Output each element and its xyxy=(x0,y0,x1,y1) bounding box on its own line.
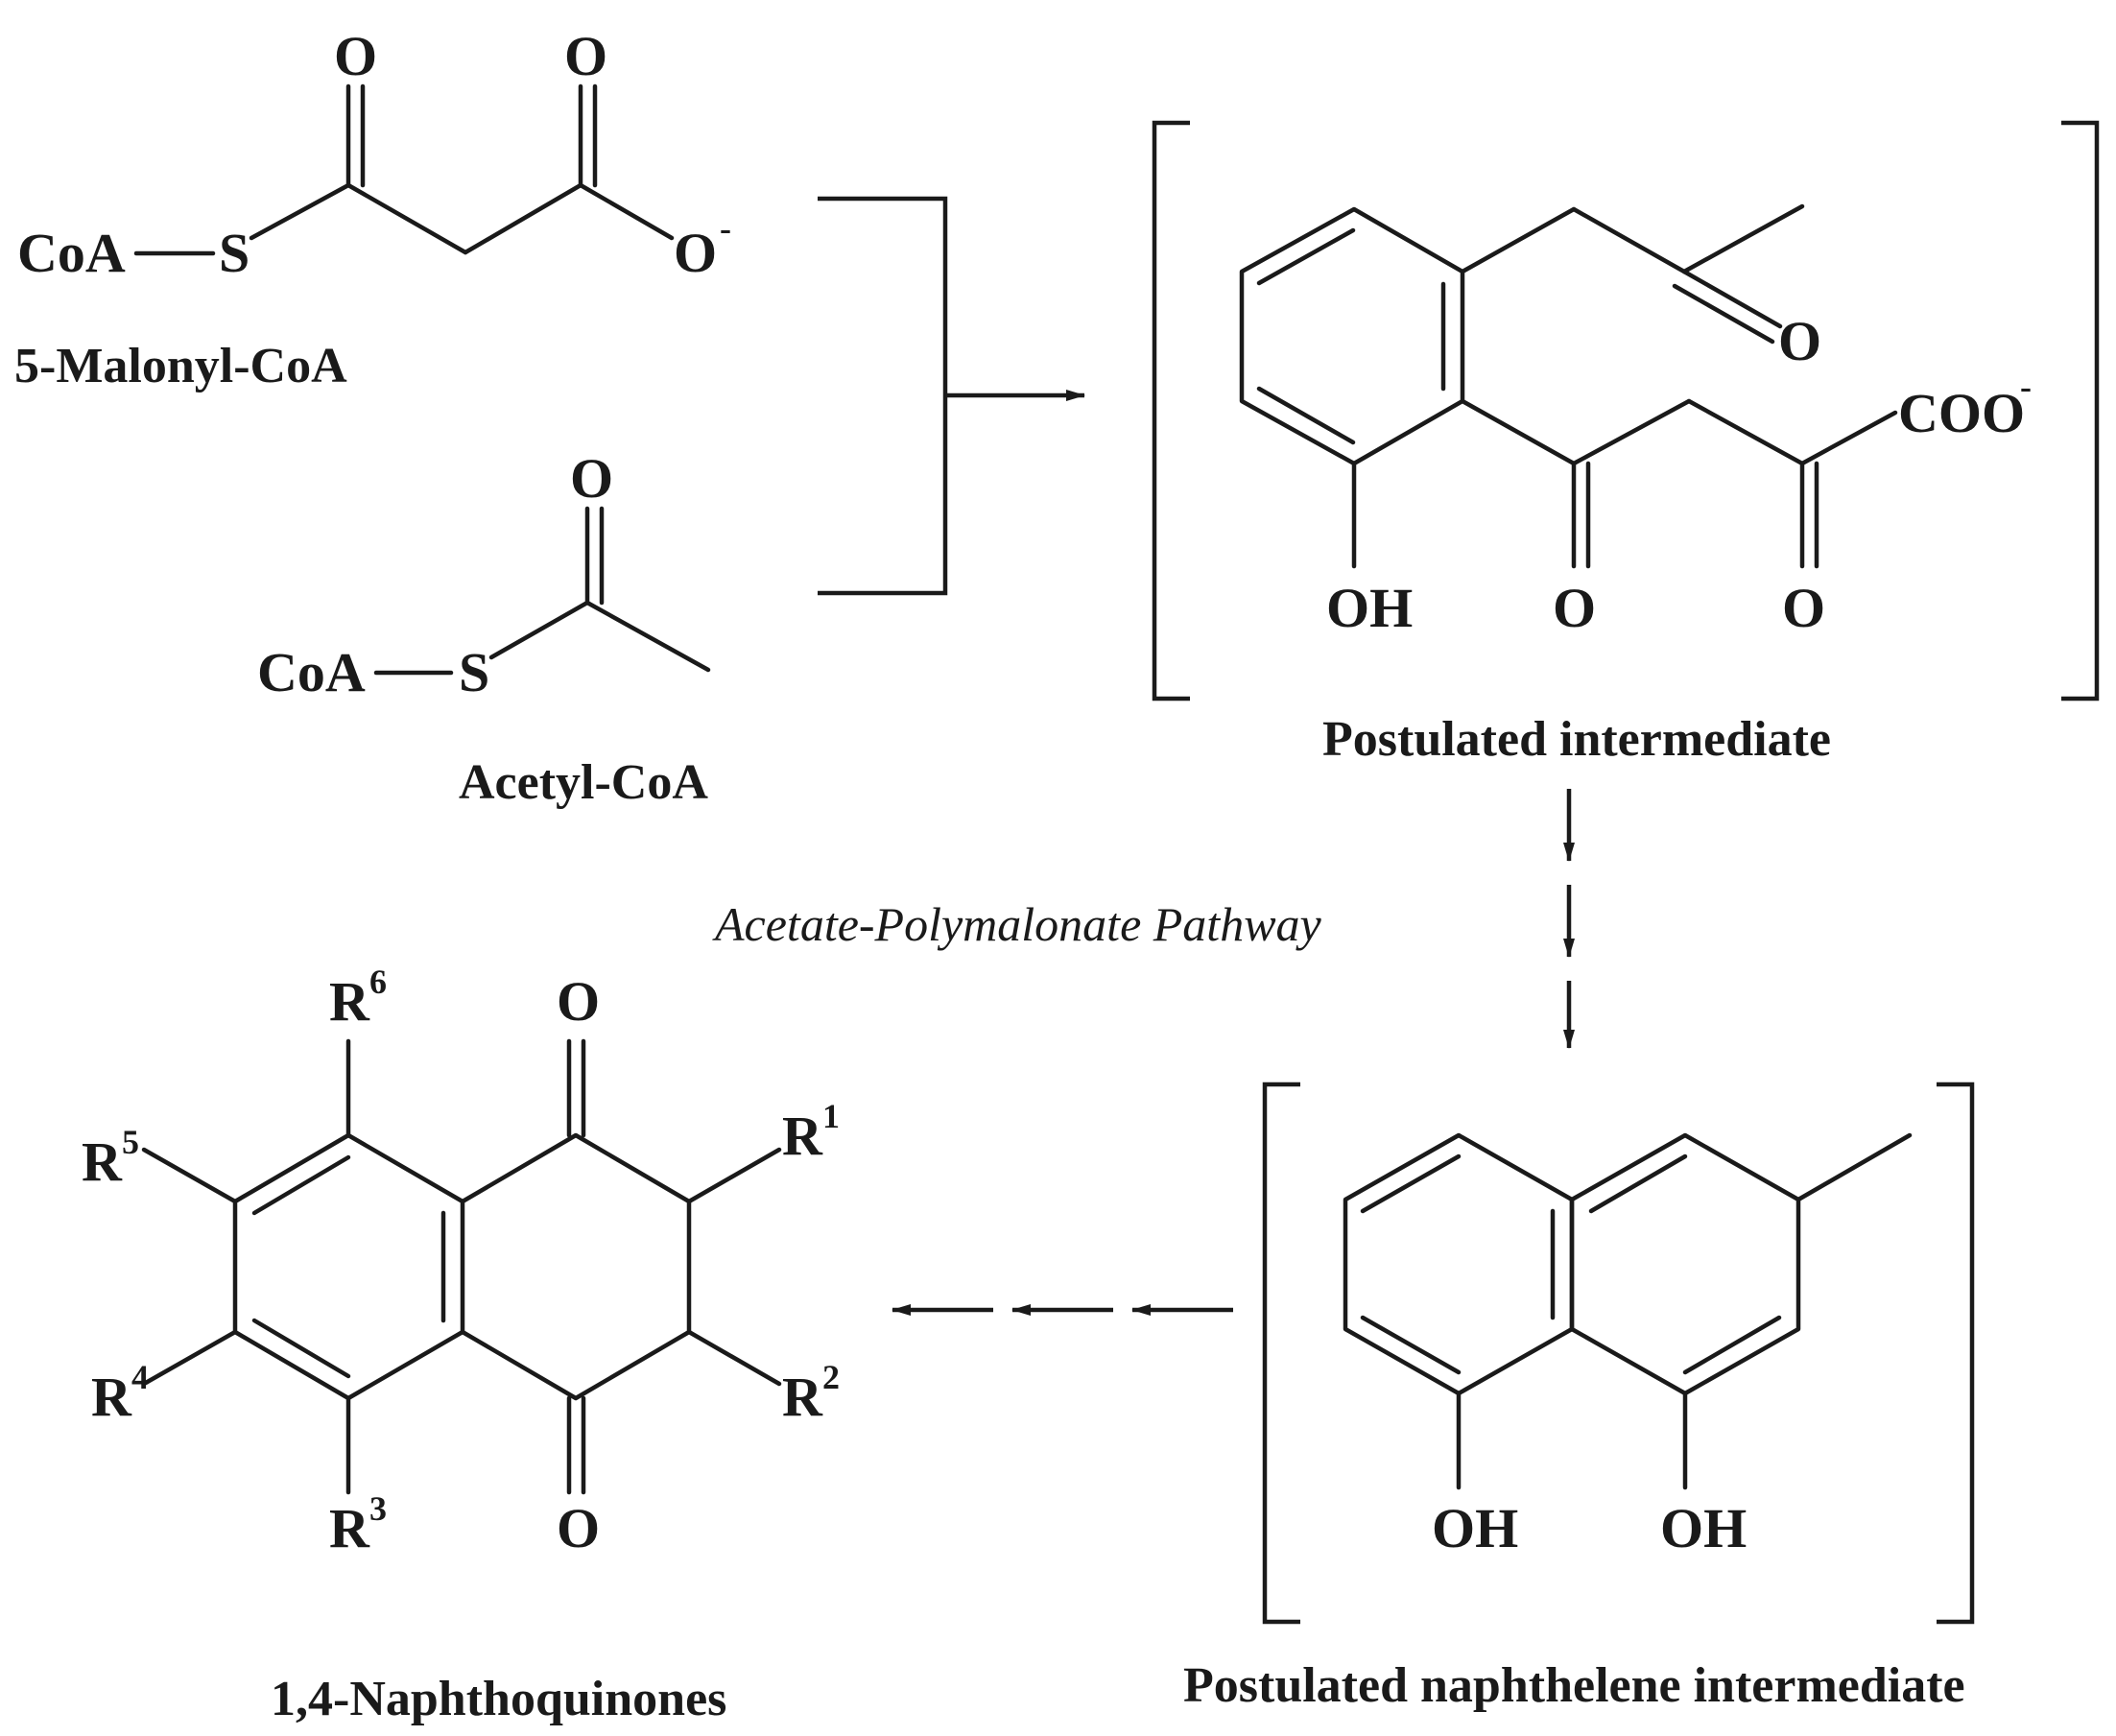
substituent-r6: R 6 xyxy=(329,963,387,1033)
svg-text:1: 1 xyxy=(822,1097,840,1135)
substituent-r4: R 4 xyxy=(91,1358,149,1428)
naphthalene-name: Postulated naphthelene intermediate xyxy=(1183,1658,1965,1713)
svg-text:6: 6 xyxy=(369,963,387,1001)
naphthoquinone-name: 1,4-Naphthoquinones xyxy=(271,1672,726,1726)
condensation-arrow xyxy=(818,196,1085,596)
malonyl-oxygen-2: O xyxy=(564,25,607,87)
naphthoquinone-oxygen-4: O xyxy=(557,1497,600,1559)
svg-text:R: R xyxy=(782,1366,823,1428)
intermediate-bracket-right xyxy=(2061,120,2100,702)
substituent-r5: R 5 xyxy=(82,1123,139,1193)
svg-text:2: 2 xyxy=(822,1358,840,1396)
intermediate-structure: OH O O O COO - xyxy=(1239,203,2032,639)
naphthalene-hydroxyl-2: OH xyxy=(1660,1497,1747,1559)
malonyl-coa-name: 5-Malonyl-CoA xyxy=(14,339,347,393)
malonyl-coa-structure: CoA S O O O - xyxy=(17,25,731,284)
intermediate-name: Postulated intermediate xyxy=(1322,712,1831,767)
svg-text:R: R xyxy=(329,970,370,1033)
substituent-r2: R 2 xyxy=(782,1358,840,1428)
naphthalene-bracket-right xyxy=(1937,1082,1975,1625)
naphthalene-hydroxyl-1: OH xyxy=(1432,1497,1518,1559)
naphthalene-structure: OH OH xyxy=(1343,1132,1913,1559)
intermediate-bracket-left xyxy=(1152,120,1190,702)
malonyl-charge: - xyxy=(720,209,731,248)
intermediate-charge: - xyxy=(2020,368,2032,406)
acetyl-coa-name: Acetyl-CoA xyxy=(459,755,708,810)
malonyl-oxygen-1: O xyxy=(334,25,377,87)
intermediate-ketone-oxygen-1: O xyxy=(1778,310,1821,372)
acetyl-coa-structure: CoA S O xyxy=(257,447,711,703)
substituent-r3: R 3 xyxy=(329,1489,387,1559)
svg-text:R: R xyxy=(91,1366,132,1428)
naphthoquinone-structure: O O R 1 R 2 R 3 R 4 R 5 R xyxy=(82,963,840,1559)
substituent-r1: R 1 xyxy=(782,1097,840,1167)
naphthalene-bracket-left xyxy=(1262,1082,1300,1625)
svg-text:R: R xyxy=(329,1497,370,1559)
intermediate-ketone-oxygen-3: O xyxy=(1782,577,1825,639)
acetyl-oxygen: O xyxy=(570,447,613,510)
intermediate-hydroxyl: OH xyxy=(1326,577,1413,639)
malonyl-carboxylate-oxygen: O xyxy=(674,222,717,284)
pathway-label: Acetate-Polymalonate Pathway xyxy=(712,897,1322,951)
intermediate-ketone-oxygen-2: O xyxy=(1553,577,1596,639)
acetyl-sulfur: S xyxy=(459,641,489,703)
malonyl-coa-label: CoA xyxy=(17,222,126,284)
svg-text:5: 5 xyxy=(122,1123,139,1161)
intermediate-carboxylate: COO xyxy=(1898,382,2025,444)
malonyl-sulfur: S xyxy=(219,222,250,284)
svg-text:3: 3 xyxy=(369,1489,387,1528)
naphthoquinone-oxygen-1: O xyxy=(557,970,600,1033)
acetyl-coa-label: CoA xyxy=(257,641,366,703)
svg-text:R: R xyxy=(82,1130,123,1193)
svg-text:R: R xyxy=(782,1105,823,1167)
svg-text:4: 4 xyxy=(131,1358,149,1396)
